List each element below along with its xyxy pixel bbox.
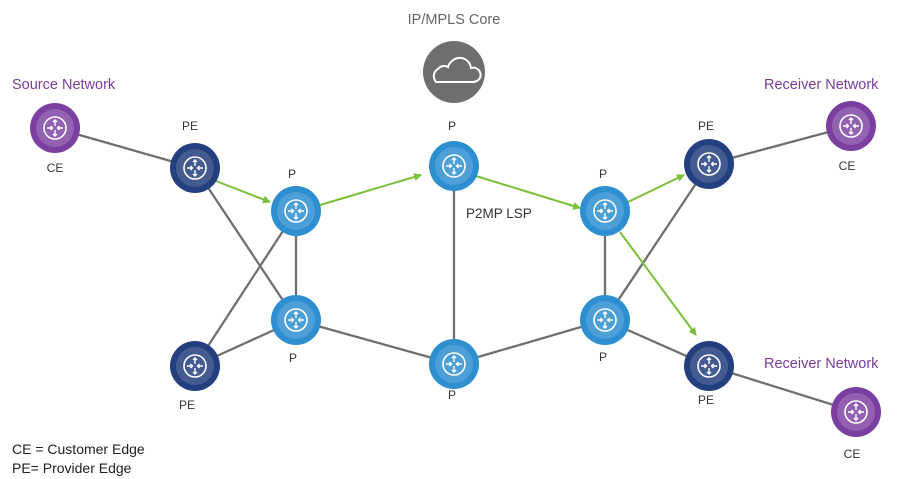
lsp-arrow-p-right-top-to-pe-top-right (627, 174, 685, 203)
link-pe-top-left-p-left-bottom (194, 167, 297, 321)
ce-receiver-bottom-label: CE (844, 447, 861, 461)
p-right-top-label: P (599, 167, 607, 181)
legend-pe: PE= Provider Edge (12, 460, 132, 476)
router-pe-bottom-left (170, 341, 220, 391)
router-ce-receiver-top (826, 101, 876, 151)
pe-top-right-label: PE (698, 119, 714, 133)
p-left-bottom-label: P (289, 351, 297, 365)
p2mp-lsp-label: P2MP LSP (466, 206, 532, 221)
legend: CE = Customer Edge PE= Provider Edge (12, 440, 145, 478)
receiver-network-bottom-label: Receiver Network (764, 356, 879, 372)
link-p-left-bottom-p-center-bottom (295, 318, 455, 366)
source-network-label: Source Network (12, 77, 116, 93)
ce-source-label: CE (47, 161, 64, 175)
ip-mpls-core: IP/MPLS Core (408, 12, 501, 103)
router-p-left-top (271, 186, 321, 236)
pe-top-left-label: PE (182, 119, 198, 133)
ce-receiver-top-label: CE (839, 159, 856, 173)
link-p-right-bottom-pe-top-right (604, 163, 710, 321)
p-center-bottom-label: P (448, 388, 456, 402)
router-p-right-top (580, 186, 630, 236)
router-pe-top-left (170, 143, 220, 193)
router-ce-receiver-bottom (831, 387, 881, 437)
lsp-arrow-p-left-top-to-p-center-top (319, 173, 422, 206)
pe-bottom-right-label: PE (698, 393, 714, 407)
p-left-top-label: P (288, 167, 296, 181)
router-pe-bottom-right (684, 341, 734, 391)
router-p-center-top (429, 141, 479, 191)
router-pe-top-right (684, 139, 734, 189)
link-p-center-bottom-p-right-bottom (453, 318, 606, 366)
p2mp-lsp-arrows (215, 173, 697, 336)
router-p-left-bottom (271, 295, 321, 345)
receiver-network-top-label: Receiver Network (764, 77, 879, 93)
router-p-center-bottom (429, 339, 479, 389)
core-label: IP/MPLS Core (408, 12, 501, 28)
core-circle (423, 41, 485, 103)
lsp-arrow-p-center-top-to-p-right-top (475, 175, 581, 210)
lsp-arrow-pe-to-p-left-top (215, 180, 271, 204)
link-p-left-top-pe-bottom-left (194, 210, 297, 367)
p-center-top-label: P (448, 119, 456, 133)
pe-bottom-left-label: PE (179, 398, 195, 412)
lsp-arrow-p-right-top-to-pe-bottom-right (619, 231, 697, 336)
link-pe-bottom-right-ce-receiver-bottom (708, 364, 857, 414)
cloud-icon (432, 56, 482, 83)
legend-ce: CE = Customer Edge (12, 441, 145, 457)
router-p-right-bottom (580, 295, 630, 345)
p-right-bottom-label: P (599, 350, 607, 364)
router-ce-source (30, 103, 80, 153)
